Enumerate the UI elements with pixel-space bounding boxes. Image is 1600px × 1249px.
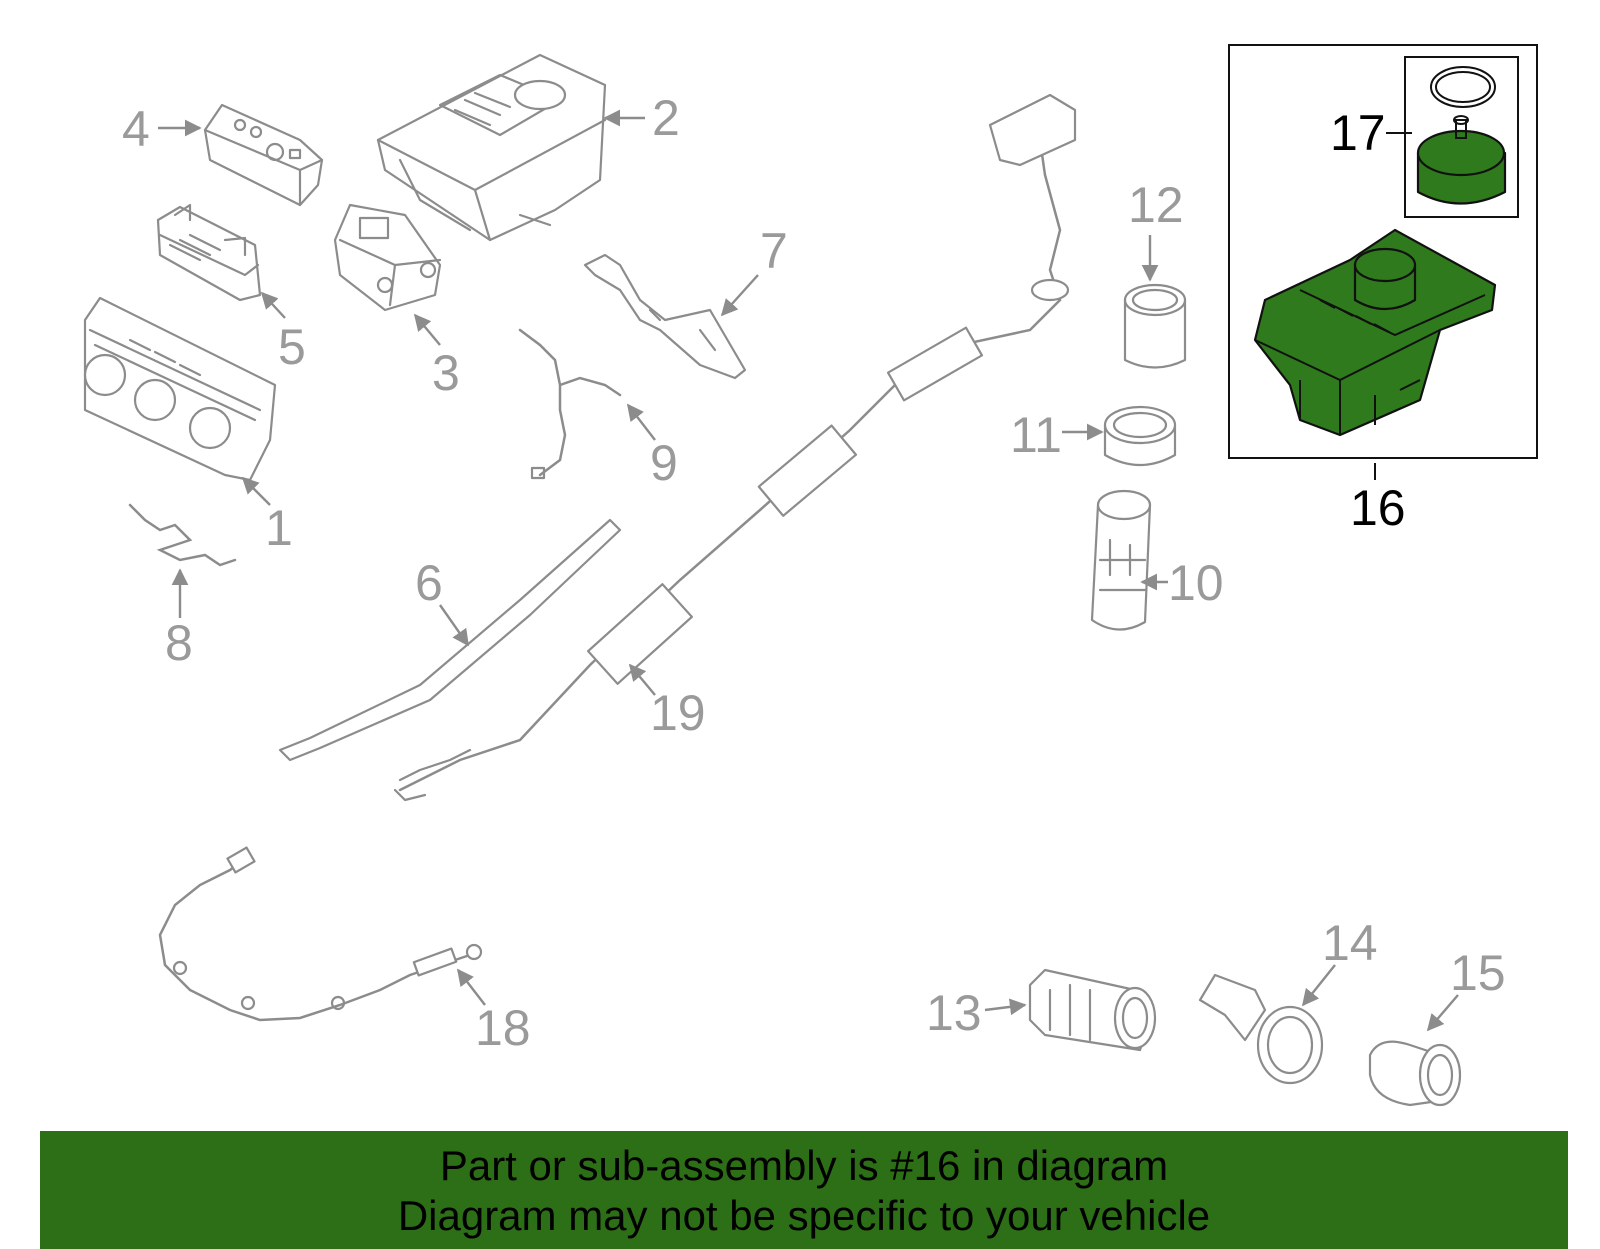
arrow-19 [628,663,656,696]
part-9-connector [530,466,546,480]
parts-diagram: 4 2 5 3 1 8 [83,44,1538,1107]
callout-5: 5 [278,319,306,375]
arrow-15 [1426,994,1459,1032]
callout-14: 14 [1322,915,1378,971]
callout-6: 6 [415,555,443,611]
part-3-module [333,203,442,312]
callout-19: 19 [650,685,706,741]
banner-line-1: Part or sub-assembly is #16 in diagram [439,1142,1169,1189]
callout-17: 17 [1330,105,1386,161]
arrow-7 [720,274,759,317]
callout-2: 2 [652,90,680,146]
part-6-trim-strip [278,518,622,762]
callout-7: 7 [760,223,788,279]
part-7-bracket [583,253,747,380]
part-4-switch-panel [203,103,324,207]
part-1-climate-control-panel [83,296,277,482]
arrow-5 [260,291,286,319]
callout-10: 10 [1168,555,1224,611]
info-banner: Part or sub-assembly is #16 in diagram D… [40,1131,1568,1249]
part-8-harness [128,503,237,567]
part-10-socket-housing [1090,489,1152,631]
callout-13: 13 [926,985,982,1041]
callout-11: 11 [1010,407,1062,463]
arrow-14 [1301,964,1336,1007]
part-11-ring [1103,405,1177,466]
part-12-socket [1123,283,1187,369]
part-13-socket [1028,968,1157,1052]
part-2-shifter-housing [376,53,607,242]
part-17-box [1404,56,1519,218]
callout-12: 12 [1128,177,1184,233]
callout-18: 18 [475,1000,531,1056]
arrow-13 [984,998,1027,1016]
callout-3: 3 [432,345,460,401]
banner-line-2: Diagram may not be specific to your vehi… [397,1192,1211,1239]
arrow-1 [241,476,271,506]
callout-15: 15 [1450,945,1506,1001]
part-14-socket [1198,973,1324,1085]
arrow-9 [626,403,656,441]
part-16-box [1228,44,1538,459]
arrow-6 [439,604,469,647]
part-19-shift-cable [393,93,1077,802]
callout-8: 8 [165,615,193,671]
part-16-shifter-assembly [1253,228,1497,437]
callout-4: 4 [122,101,150,157]
arrow-18 [456,968,486,1006]
part-9-harness [518,328,622,477]
part-18-sensor-harness [158,846,483,1022]
part-15-cap [1368,1040,1462,1107]
arrow-3 [413,313,441,346]
callout-1: 1 [265,500,293,556]
part-17-knob [1416,66,1507,205]
part-5-switch-bracket [156,203,262,302]
callout-9: 9 [650,435,678,491]
callout-16: 16 [1350,480,1406,536]
